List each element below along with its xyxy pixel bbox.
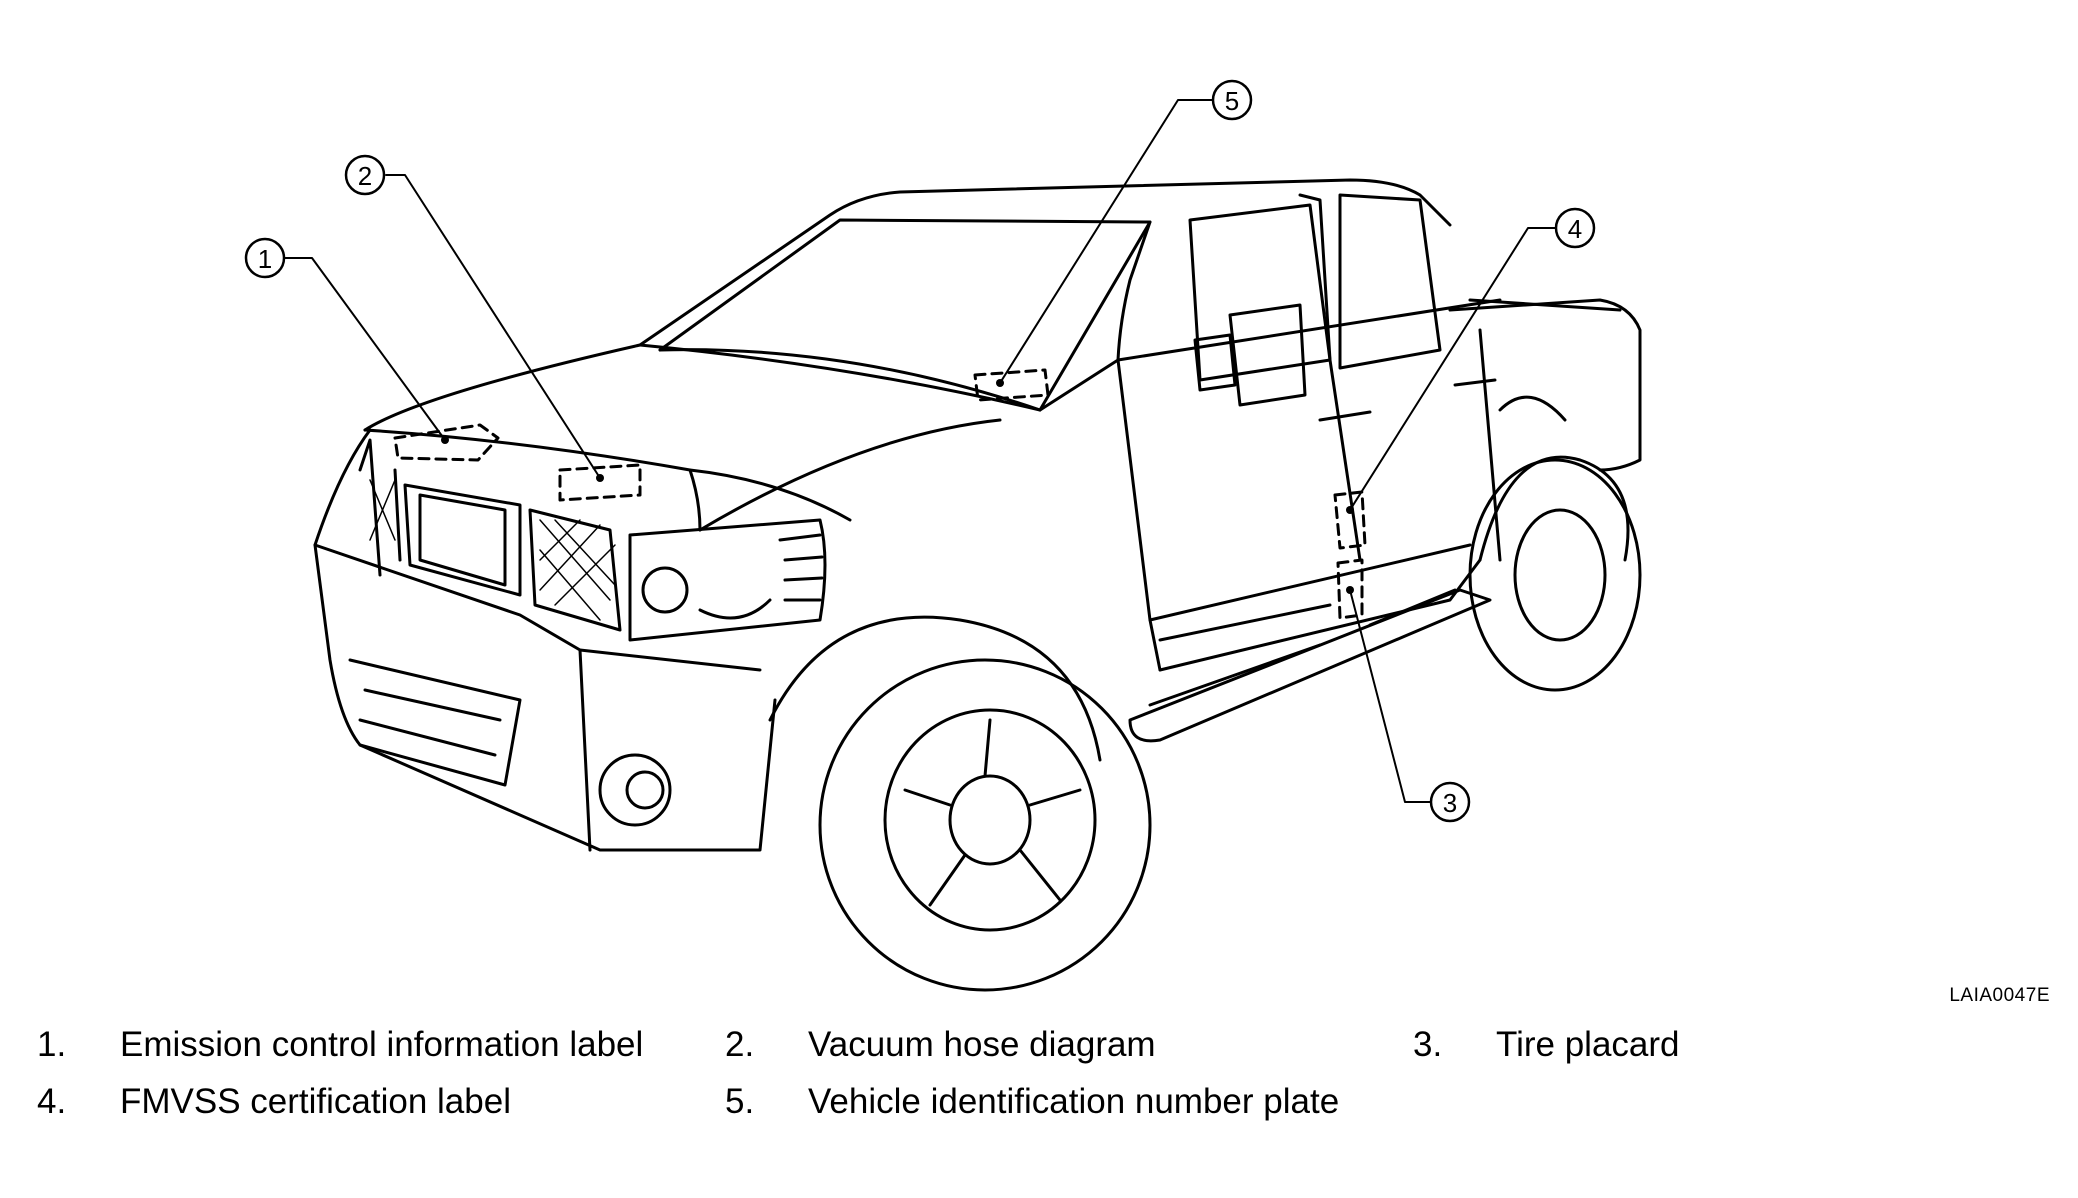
label-box-3 [1336, 558, 1364, 620]
callout-circle-2 [344, 154, 386, 196]
callout-circle-1 [244, 237, 286, 279]
truck-body [313, 178, 1642, 992]
callout-number-4: 4 [1568, 214, 1582, 244]
label-box-4 [1333, 490, 1367, 550]
legend-label: Emission control information label [120, 1025, 644, 1064]
callout-number-3: 3 [1443, 788, 1457, 818]
legend-label: Vehicle identification number plate [808, 1082, 1340, 1121]
callout-circles [244, 79, 1596, 823]
legend-number: 3. [1413, 1025, 1443, 1064]
leader-lines [283, 99, 1557, 803]
leader-line-4 [1349, 227, 1557, 511]
callout-number-2: 2 [358, 161, 372, 191]
figure-code: LAIA0047E [1949, 985, 2050, 1006]
truck-label-locations-diagram: 1 2 3 4 5 [244, 79, 1642, 992]
leader-line-3 [1349, 589, 1431, 803]
label-box-2 [558, 463, 642, 502]
callout-number-5: 5 [1225, 86, 1239, 116]
label-box-1 [393, 423, 500, 462]
callout-circle-5 [1211, 79, 1253, 121]
leader-line-1 [283, 257, 446, 441]
callout-circle-4 [1554, 207, 1596, 249]
callout-circle-3 [1429, 781, 1471, 823]
legend-number: 4. [37, 1082, 67, 1121]
legend-label: Vacuum hose diagram [808, 1025, 1156, 1064]
legend: 1. Emission control information label 2.… [0, 1025, 2078, 1165]
legend-number: 1. [37, 1025, 67, 1064]
label-box-5 [973, 368, 1050, 402]
callout-number-1: 1 [258, 244, 272, 274]
legend-number: 5. [725, 1082, 755, 1121]
legend-number: 2. [725, 1025, 755, 1064]
leader-line-2 [385, 174, 601, 479]
label-location-boxes [393, 368, 1367, 620]
legend-label: Tire placard [1496, 1025, 1680, 1064]
leader-line-5 [999, 99, 1213, 384]
legend-label: FMVSS certification label [120, 1082, 511, 1121]
